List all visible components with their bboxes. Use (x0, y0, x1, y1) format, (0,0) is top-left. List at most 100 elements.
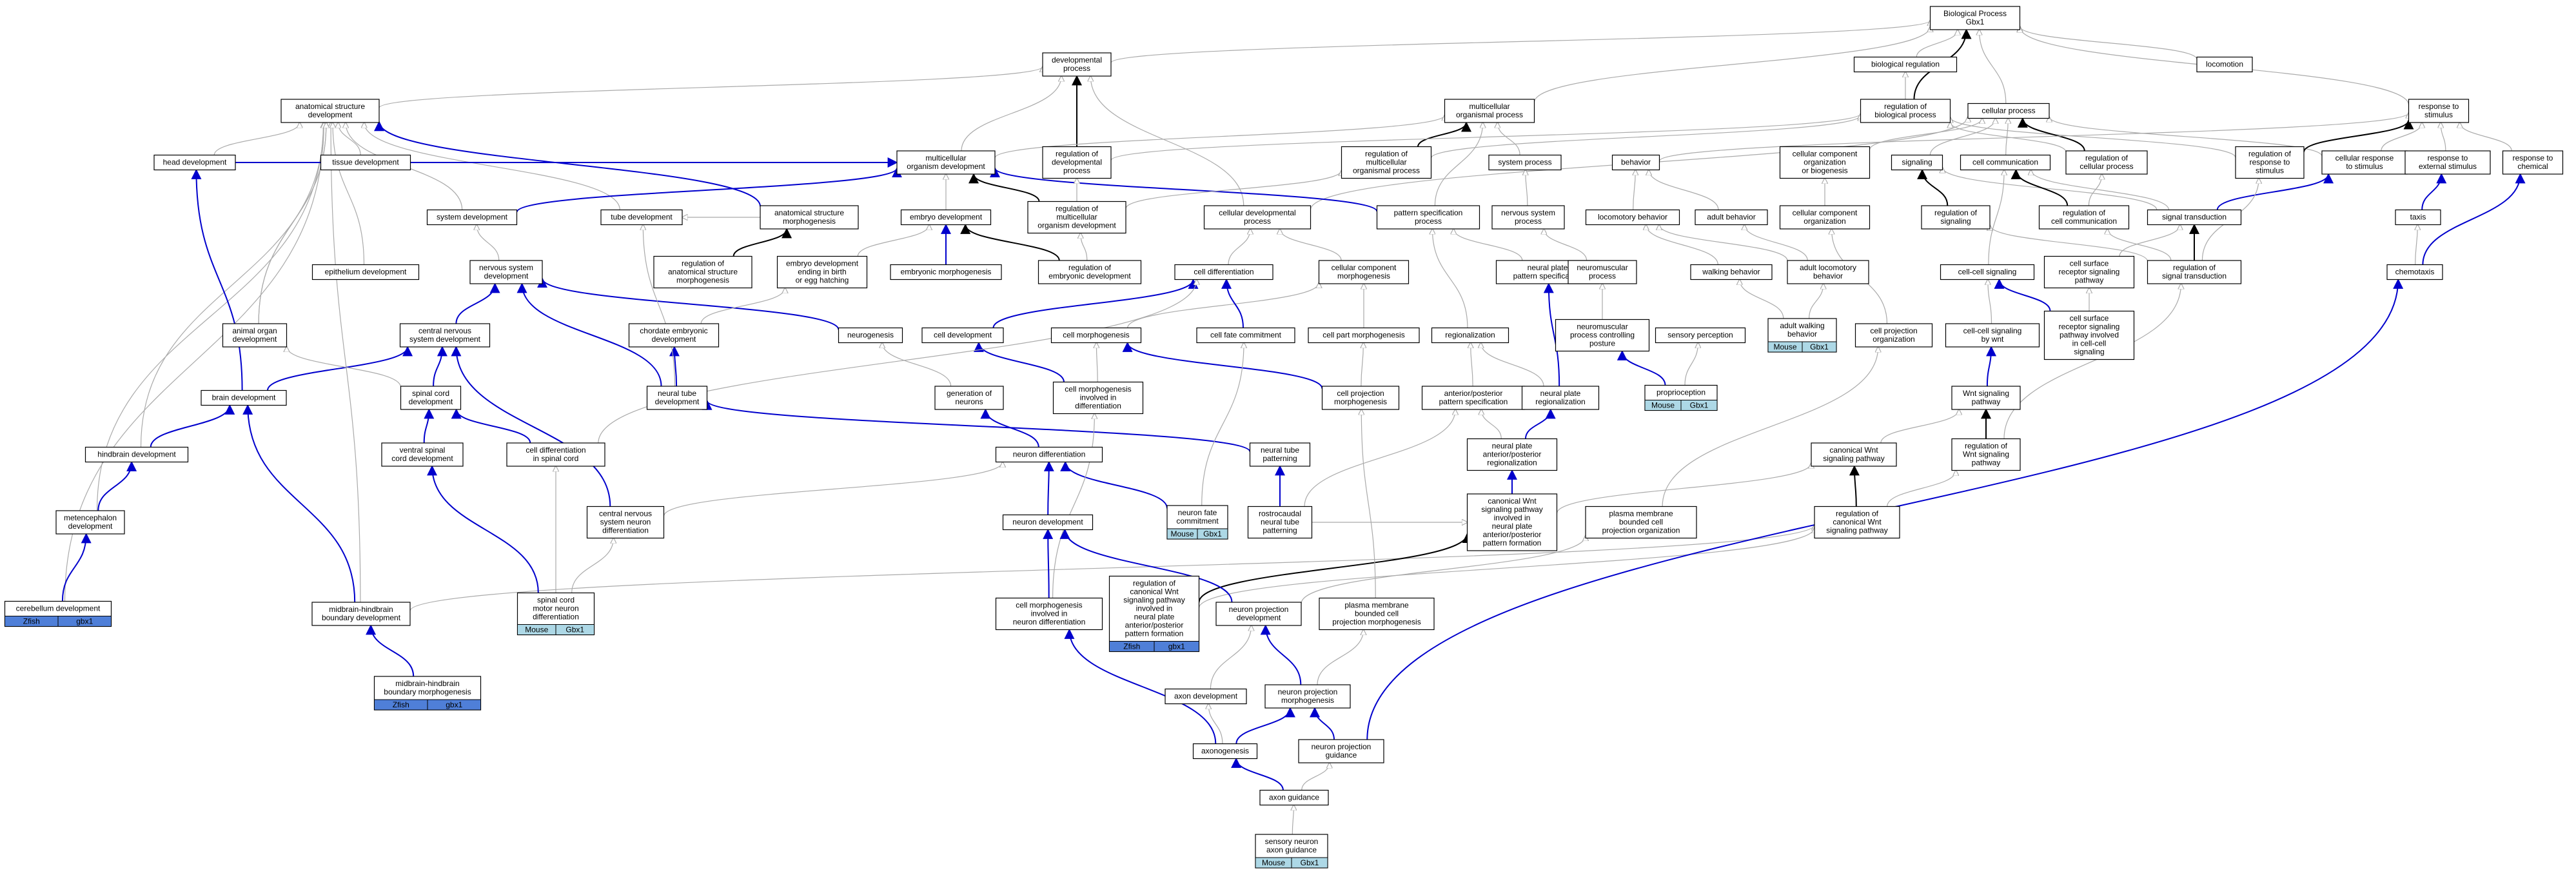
node-axondev[interactable]: axon development (1165, 688, 1247, 705)
node-locomotion[interactable]: locomotion (2196, 56, 2253, 73)
node-locobeh[interactable]: locomotory behavior (1585, 209, 1680, 226)
node-sigtrans[interactable]: signal transduction (2147, 209, 2242, 226)
node-braindev[interactable]: brain development (201, 389, 287, 406)
node-neurogenesis[interactable]: neurogenesis (838, 327, 903, 344)
node-bioreg[interactable]: biological regulation (1853, 56, 1958, 73)
node-adultbeh[interactable]: adult behavior (1695, 209, 1768, 226)
node-regionalization[interactable]: regionalization (1431, 327, 1509, 344)
node-cellpart[interactable]: cell part morphogenesis (1308, 327, 1420, 344)
node-tissuedev[interactable]: tissue development (320, 154, 411, 171)
node-taxis[interactable]: taxis (2395, 209, 2441, 226)
node-cellfate[interactable]: cell fate commitment (1196, 327, 1295, 344)
node-celldev[interactable]: cell development (921, 327, 1004, 344)
node-behavior[interactable]: behavior (1611, 154, 1660, 171)
node-embdev[interactable]: embryo development (900, 209, 992, 226)
node-tubedev[interactable]: tube development (600, 209, 683, 226)
node-chemotaxis[interactable]: chemotaxis (2386, 264, 2443, 280)
node-embmorph[interactable]: embryonic morphogenesis (890, 264, 1002, 280)
node-cellcomm[interactable]: cell communication (1960, 154, 2051, 171)
node-axonguid[interactable]: axon guidance (1259, 789, 1329, 806)
node-signaling[interactable]: signaling (1891, 154, 1943, 171)
node-epidev[interactable]: epithelium development (311, 264, 420, 280)
node-celldiff[interactable]: cell differentiation (1174, 264, 1273, 280)
node-cellcellsig[interactable]: cell-cell signaling (1940, 264, 2035, 280)
node-neurondev[interactable]: neuron development (1002, 514, 1094, 531)
node-axonogenesis[interactable]: axonogenesis (1192, 743, 1258, 760)
node-neurdiff[interactable]: neuron differentiation (995, 446, 1103, 463)
node-sensperc[interactable]: sensory perception (1655, 327, 1746, 344)
node-cellproc[interactable]: cellular process (1967, 103, 2050, 119)
node-walkbeh[interactable]: walking behavior (1690, 264, 1773, 280)
